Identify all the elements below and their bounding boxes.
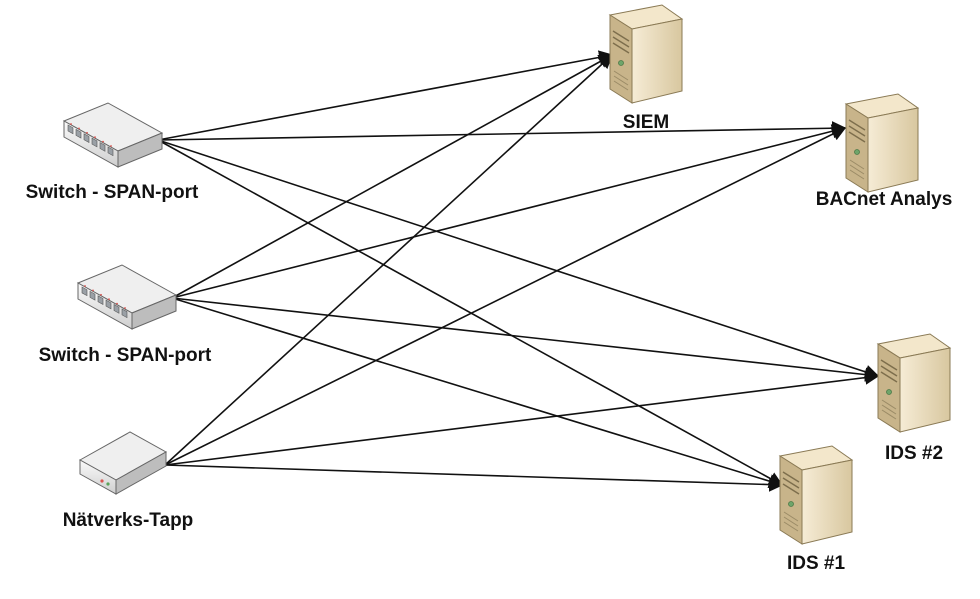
network-switch-icon <box>62 102 164 168</box>
node-tap: Nätverks-Tapp <box>63 431 194 531</box>
edge-tap-to-bacnet <box>164 127 847 466</box>
server-icon <box>876 333 952 433</box>
node-ids1: IDS #1 <box>778 445 854 574</box>
connection-lines <box>157 50 880 492</box>
edge-tap-to-siem <box>164 54 614 466</box>
edge-switch1-to-ids2 <box>157 139 880 379</box>
node-switch1: Switch - SPAN-port <box>26 102 199 203</box>
node-label-siem: SIEM <box>623 112 669 133</box>
node-label-switch2: Switch - SPAN-port <box>39 345 212 366</box>
node-bacnet: BACnet Analys <box>816 93 953 210</box>
node-label-switch1: Switch - SPAN-port <box>26 182 199 203</box>
node-label-tap: Nätverks-Tapp <box>63 510 194 531</box>
node-switch2: Switch - SPAN-port <box>39 264 212 366</box>
node-ids2: IDS #2 <box>876 333 952 464</box>
edge-switch2-to-ids2 <box>171 297 880 382</box>
server-icon <box>608 4 684 104</box>
edge-tap-to-ids2 <box>164 370 880 466</box>
server-icon <box>778 445 854 545</box>
edge-switch2-to-ids1 <box>171 297 784 489</box>
node-siem: SIEM <box>608 4 684 133</box>
edge-tap-to-ids1 <box>164 464 784 492</box>
edge-switch2-to-siem <box>171 54 614 299</box>
server-icon <box>844 93 920 193</box>
edge-switch1-to-siem <box>157 50 614 141</box>
node-label-bacnet: BACnet Analys <box>816 189 953 210</box>
edge-switch2-to-bacnet <box>171 124 847 299</box>
node-label-ids1: IDS #1 <box>787 553 846 574</box>
node-label-ids2: IDS #2 <box>885 443 943 464</box>
network-switch-icon <box>76 264 178 330</box>
network-tap-icon <box>78 431 168 495</box>
edge-switch1-to-bacnet <box>157 121 847 141</box>
edge-switch1-to-ids1 <box>157 139 784 486</box>
